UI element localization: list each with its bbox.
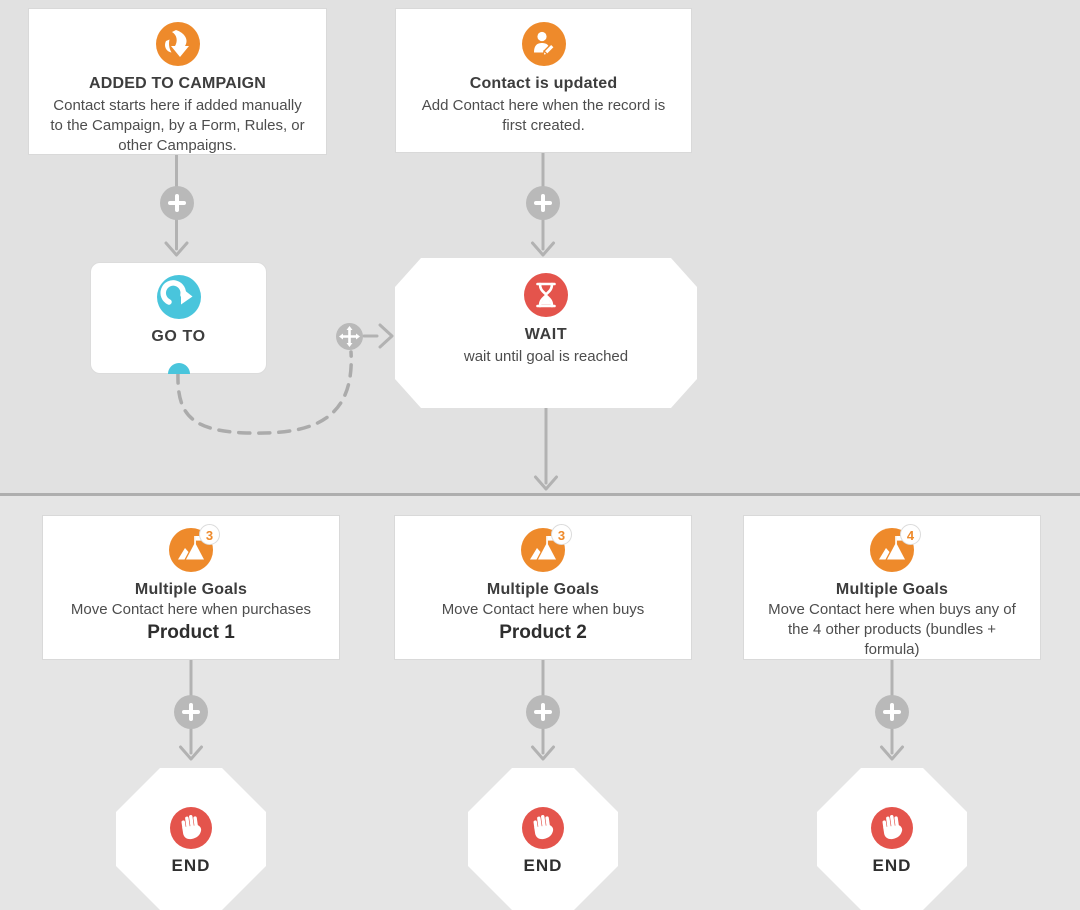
node-title: ADDED TO CAMPAIGN	[88, 75, 267, 92]
plus-icon	[883, 703, 901, 721]
stop-hand-icon	[522, 807, 564, 849]
section-divider	[0, 493, 1080, 496]
node-goal-other-products[interactable]: 4 Multiple Goals Move Contact here when …	[743, 515, 1041, 660]
node-title: END	[171, 856, 211, 875]
node-title: END	[523, 856, 563, 875]
goal-count-badge: 4	[900, 524, 921, 545]
add-step-button[interactable]	[526, 695, 560, 729]
node-contact-is-updated[interactable]: Contact is updated Add Contact here when…	[395, 8, 692, 153]
arrow-down-icon	[534, 475, 558, 491]
product-name: Product 2	[499, 622, 587, 643]
connector-move-handle[interactable]	[335, 322, 363, 350]
arrow-down-icon	[531, 241, 555, 257]
goal-count-badge: 3	[551, 524, 572, 545]
node-goal-product-2[interactable]: 3 Multiple Goals Move Contact here when …	[394, 515, 692, 660]
stop-hand-icon	[871, 807, 913, 849]
node-goal-product-1[interactable]: 3 Multiple Goals Move Contact here when …	[42, 515, 340, 660]
node-description: Add Contact here when the record is firs…	[421, 97, 666, 134]
node-end-1[interactable]: END	[116, 768, 266, 910]
contact-edit-icon	[521, 22, 566, 66]
node-added-to-campaign[interactable]: ADDED TO CAMPAIGN Contact starts here if…	[28, 8, 327, 155]
arrow-down-icon	[164, 241, 189, 257]
stop-hand-icon	[170, 807, 212, 849]
node-title: Contact is updated	[469, 75, 618, 92]
campaign-down-arrow-icon	[155, 22, 200, 66]
node-go-to[interactable]: GO TO	[90, 262, 267, 374]
node-end-3[interactable]: END	[817, 768, 967, 910]
move-arrows-icon	[338, 325, 360, 347]
product-name: Product 1	[147, 622, 235, 643]
node-description: wait until goal is reached	[463, 348, 629, 365]
add-step-button[interactable]	[526, 186, 560, 220]
node-description: Move Contact here when purchases	[70, 601, 312, 618]
node-title: Multiple Goals	[835, 581, 949, 598]
node-wait[interactable]: WAIT wait until goal is reached	[395, 258, 697, 408]
hourglass-icon	[524, 273, 568, 317]
node-description: Move Contact here when buys	[441, 601, 645, 618]
node-title: WAIT	[524, 326, 568, 343]
plus-icon	[534, 703, 552, 721]
goto-curved-arrow-icon	[156, 275, 201, 319]
node-description: Contact starts here if added manually to…	[50, 97, 305, 154]
node-end-2[interactable]: END	[468, 768, 618, 910]
plus-icon	[167, 194, 186, 212]
add-step-button[interactable]	[875, 695, 909, 729]
add-step-button[interactable]	[174, 695, 208, 729]
goto-connection-point[interactable]	[167, 363, 190, 374]
node-title: END	[872, 856, 912, 875]
node-title: Multiple Goals	[134, 581, 248, 598]
node-title: GO TO	[151, 328, 206, 345]
goal-count-badge: 3	[199, 524, 220, 545]
node-title: Multiple Goals	[486, 581, 600, 598]
add-step-button[interactable]	[159, 186, 194, 220]
plus-icon	[534, 194, 552, 212]
arrow-right-icon	[378, 323, 394, 349]
node-description: Move Contact here when buys any of the 4…	[768, 601, 1016, 658]
plus-icon	[182, 703, 200, 721]
